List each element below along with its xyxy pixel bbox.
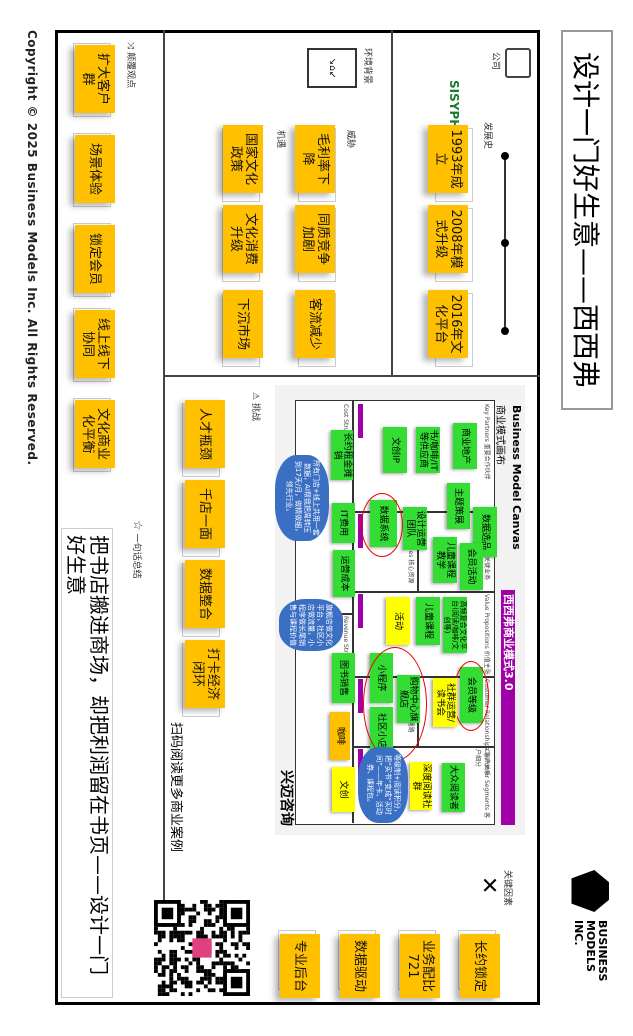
callout-bubble: 所有门店+线上共用一套数据，AI帮我把周转压到17天/月，做精做细，领先行业。 xyxy=(275,455,329,541)
scan-prompt: 扫码阅读更多商业案例 xyxy=(168,722,183,853)
disruptive-note: 线上线下协同 xyxy=(75,310,115,378)
header-customer-segments: Customer Segments 客户细分 xyxy=(474,749,490,819)
summary-text: 把书店搬进商场，却把利润留在书页——设计一门好生意 xyxy=(61,528,113,998)
timeline-dot xyxy=(501,327,509,335)
bmc-title-cn: 商业模式画布 xyxy=(494,405,505,465)
key-factor-note: 长约锁定 xyxy=(460,934,500,998)
bmc-note: 大众阅读者 xyxy=(442,763,465,812)
bmc-note: 商业地产 xyxy=(453,423,477,469)
threat-note: 同质竞争加剧 xyxy=(295,205,335,273)
key-factor-note: 专业后台 xyxy=(280,934,320,998)
page-title: 设计一门好生意——西西弗 xyxy=(561,30,613,410)
bmc-banner: 西西弗商业模式3.0 xyxy=(501,590,515,825)
disruptive-label: ⤨ 颠覆观点 xyxy=(125,42,135,89)
divider xyxy=(163,30,165,900)
divider xyxy=(165,375,540,377)
disruptive-note: 锁定会员 xyxy=(75,225,115,293)
bmc-note: 儿童课程 xyxy=(416,597,440,645)
timeline-dot xyxy=(501,239,509,247)
milestone-note: 1993年成立 xyxy=(428,125,468,193)
key-factors-label: 关键因素 xyxy=(502,870,512,907)
history-label: 发展史 xyxy=(482,122,492,150)
callout-bubble: 旗舰店做文化平台，社区小店做流量，小程序做长尾销售与课程价值 xyxy=(279,599,343,651)
divider xyxy=(391,30,393,375)
environment-icon: ↘⌂↙ xyxy=(307,48,357,88)
star-icon: ☆ xyxy=(131,520,145,531)
bmc-note: 图书销售 xyxy=(332,653,355,703)
business-model-canvas: Business Model Canvas 商业模式画布 西西弗商业模式3.0 … xyxy=(275,385,525,835)
store-icon xyxy=(505,48,531,78)
copyright: Copyright © 2025 Business Models Inc. Al… xyxy=(25,30,39,466)
close-x-icon: ✕ xyxy=(476,876,501,895)
key-factor-note: 业务配比721 xyxy=(400,934,440,998)
summary-label: ☆ 一句话总结 xyxy=(131,520,145,579)
bmc-note: 文创IP xyxy=(383,427,407,473)
challenge-note: 千店一面 xyxy=(185,480,225,548)
timeline-dot xyxy=(501,152,509,160)
bmc-note: 活动 xyxy=(386,597,410,645)
bmc-title-en: Business Model Canvas xyxy=(510,405,523,550)
qr-code[interactable] xyxy=(154,900,250,996)
bmc-note: 主题策展 xyxy=(447,483,470,529)
warning-icon: ⚠ xyxy=(250,392,260,401)
bmc-note: 深度阅读社群 xyxy=(410,762,432,810)
opportunity-note: 下沉市场 xyxy=(223,290,263,358)
header-key-partners: Key Partners 重要合作伙伴 xyxy=(483,404,490,480)
bmi-logo: BUSINESS MODELS INC. xyxy=(558,870,623,1000)
disruptive-note: 扩大客户群 xyxy=(75,45,115,113)
opportunity-note: 国家文化政策 xyxy=(223,125,263,193)
bmc-note: IT费用 xyxy=(332,503,355,543)
milestone-note: 2008年模式升级 xyxy=(428,205,468,273)
challenge-note: 打卡经济闭环 xyxy=(185,640,225,708)
opportunity-note: 文化消费升级 xyxy=(223,205,263,273)
callout-bubble: 等级制+阅读积分，把“买书”变成“买时间”——年卡、活动券、课程包。 xyxy=(358,747,408,823)
environment-label: 环境背景 xyxy=(362,48,372,85)
milestone-note: 2016年文化平台 xyxy=(428,290,468,358)
threats-label: 威胁 xyxy=(345,130,355,149)
challenge-note: 人才瓶颈 xyxy=(185,400,225,468)
challenge-note: 数据整合 xyxy=(185,560,225,628)
shuffle-icon: ⤨ xyxy=(125,42,135,50)
bmc-note: 书/咖啡/IT等供应商 xyxy=(416,427,440,473)
threat-note: 毛利率下降 xyxy=(295,125,335,193)
bmc-note: 社群运营/读书会 xyxy=(433,678,457,727)
disruptive-note: 场景体验 xyxy=(75,135,115,203)
bmc-note: 会员活动 xyxy=(460,543,483,590)
bmc-note: 设计运营团队 xyxy=(403,507,427,550)
company-label: 公司 xyxy=(490,52,500,71)
opportunities-label: 机遇 xyxy=(275,130,285,149)
bmc-note: 咖啡 xyxy=(330,712,350,760)
threat-note: 客流减少 xyxy=(295,290,335,358)
bmc-note: 高频复合文化平台(阅读/咖啡/文创等) xyxy=(443,597,467,653)
bmc-note: 长约租金摊销 xyxy=(331,430,353,480)
disruptive-note: 文化商业化平衡 xyxy=(75,400,115,468)
header-value-propositions: Value Propositions 价值主张 xyxy=(483,594,490,675)
bmc-note: 运营成本 xyxy=(333,550,355,597)
bmc-note: 儿童课程教学 xyxy=(433,537,457,583)
leaf-icon xyxy=(572,870,610,912)
key-factor-note: 数据驱动 xyxy=(340,934,380,998)
challenges-label: ⚠ 挑战 xyxy=(250,392,260,421)
consultancy-logo: 兴迈咨询 xyxy=(278,770,294,826)
bmc-note: 文创 xyxy=(332,767,355,812)
